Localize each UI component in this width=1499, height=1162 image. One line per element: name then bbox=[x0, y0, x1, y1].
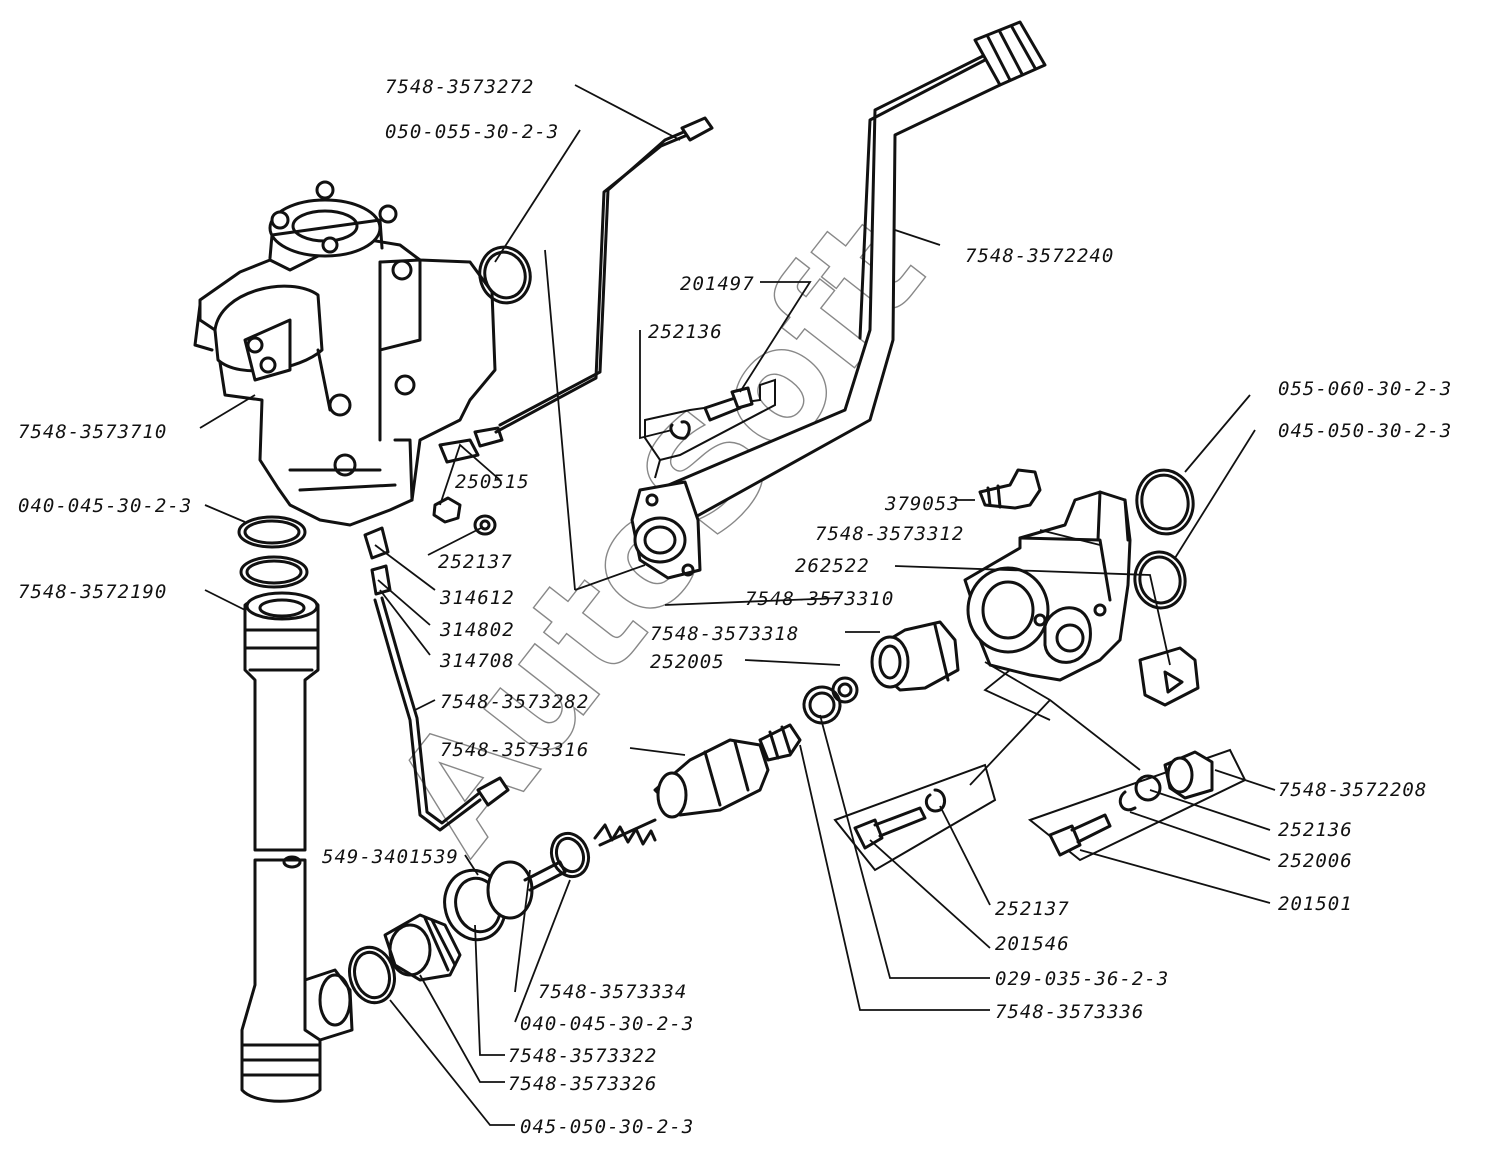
o-ring-050-055 bbox=[478, 245, 532, 305]
steering-gear-housing bbox=[193, 180, 497, 527]
label-7548-3572208: 7548-3572208 bbox=[1278, 779, 1427, 801]
return-tube bbox=[240, 591, 354, 1103]
label-055-060-30-2-3: 055-060-30-2-3 bbox=[1278, 378, 1452, 400]
callout-box-mid bbox=[833, 763, 997, 872]
label-252137-b: 252137 bbox=[995, 898, 1070, 920]
label-201501: 201501 bbox=[1278, 893, 1353, 915]
label-252137-a: 252137 bbox=[438, 551, 513, 573]
label-7548-3573710: 7548-3573710 bbox=[18, 421, 167, 443]
label-549-3401539: 549-3401539 bbox=[322, 846, 459, 868]
label-045-050-30-2-3-a: 045-050-30-2-3 bbox=[1278, 420, 1452, 442]
label-250515: 250515 bbox=[455, 471, 530, 493]
label-7548-3573316: 7548-3573316 bbox=[440, 739, 589, 761]
valve-spool bbox=[653, 723, 802, 819]
bolt-201546 bbox=[853, 788, 947, 850]
o-ring-040-045-b bbox=[549, 831, 591, 879]
elbow-fitting bbox=[978, 468, 1042, 510]
label-252136-b: 252136 bbox=[1278, 819, 1353, 841]
label-7548-3573334: 7548-3573334 bbox=[538, 981, 687, 1003]
nut-7548-3573326 bbox=[383, 913, 462, 982]
o-ring-045-050-b bbox=[348, 945, 396, 1005]
o-rings-right bbox=[1133, 468, 1195, 610]
o-rings-left bbox=[237, 515, 309, 589]
oil-line-lower bbox=[373, 596, 510, 832]
plug-262522 bbox=[1138, 646, 1200, 707]
label-7548-3573310: 7548-3573310 bbox=[745, 588, 894, 610]
label-252136-a: 252136 bbox=[648, 321, 723, 343]
label-7548-3573326: 7548-3573326 bbox=[508, 1073, 657, 1095]
label-379053: 379053 bbox=[884, 493, 960, 515]
label-040-045-30-2-3-b: 040-045-30-2-3 bbox=[520, 1013, 694, 1035]
label-252006: 252006 bbox=[1278, 850, 1353, 872]
label-050-055-30-2-3: 050-055-30-2-3 bbox=[385, 121, 559, 143]
label-7548-3573312: 7548-3573312 bbox=[815, 523, 964, 545]
label-7548-3573272: 7548-3573272 bbox=[385, 76, 534, 98]
callout-box-upper bbox=[644, 378, 776, 479]
oil-line-upper bbox=[494, 116, 714, 434]
sleeve-7548-3573318 bbox=[870, 620, 960, 692]
label-7548-3573336: 7548-3573336 bbox=[995, 1001, 1144, 1023]
leader-lines bbox=[199, 84, 1276, 1126]
part-labels: 7548-3573272 050-055-30-2-3 7548-3573710… bbox=[18, 76, 1452, 1138]
label-029-035-36-2-3: 029-035-36-2-3 bbox=[995, 968, 1169, 990]
pressure-pipe bbox=[630, 20, 1047, 580]
label-7548-3572240: 7548-3572240 bbox=[965, 245, 1114, 267]
valve-disc bbox=[486, 860, 567, 920]
label-045-050-30-2-3-b: 045-050-30-2-3 bbox=[520, 1116, 694, 1138]
label-201497: 201497 bbox=[680, 273, 755, 295]
label-040-045-30-2-3-a: 040-045-30-2-3 bbox=[18, 495, 192, 517]
label-314708: 314708 bbox=[439, 650, 515, 672]
label-314612: 314612 bbox=[439, 587, 515, 609]
label-7548-3573318: 7548-3573318 bbox=[650, 623, 799, 645]
bolt-201501 bbox=[1048, 750, 1214, 857]
washers-252005 bbox=[802, 676, 859, 725]
label-7548-3573282: 7548-3573282 bbox=[440, 691, 589, 713]
label-7548-3572190: 7548-3572190 bbox=[18, 581, 167, 603]
label-252005: 252005 bbox=[650, 651, 725, 673]
label-201546: 201546 bbox=[995, 933, 1070, 955]
valve-body bbox=[963, 490, 1132, 682]
spring-upper bbox=[593, 818, 657, 847]
label-262522: 262522 bbox=[795, 555, 870, 577]
label-7548-3573322: 7548-3573322 bbox=[508, 1045, 657, 1067]
label-314802: 314802 bbox=[439, 619, 515, 641]
